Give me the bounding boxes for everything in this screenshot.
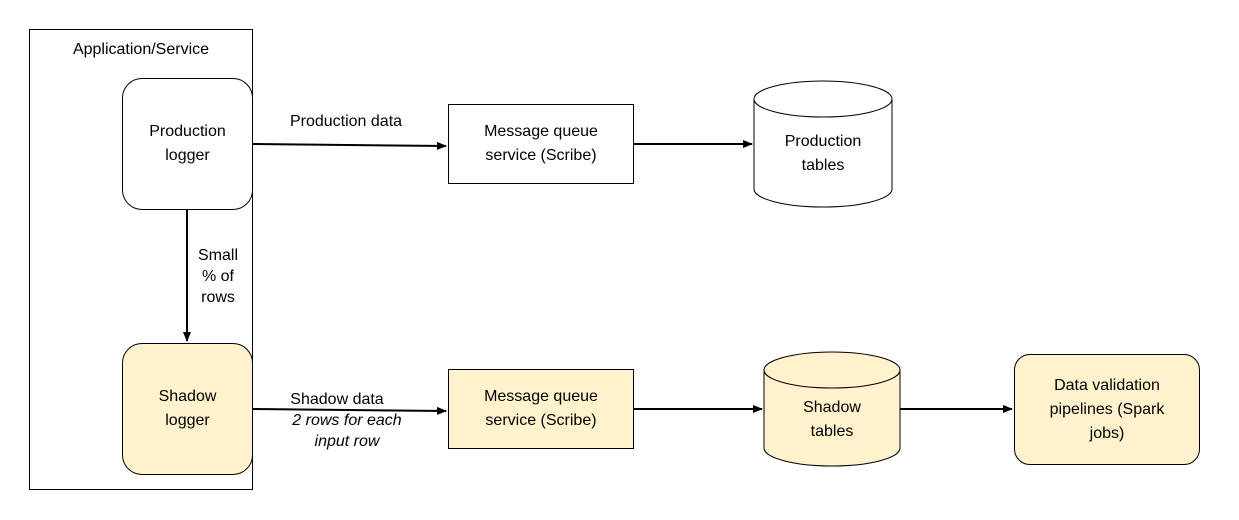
shadow-data-note: 2 rows for each input row <box>292 412 402 450</box>
edge-logger-to-mq-production <box>252 141 447 150</box>
production-tables-cylinder <box>753 80 893 208</box>
application-service-container: Application/Service <box>29 29 253 490</box>
mq-shadow-node: Message queue service (Scribe) <box>448 369 634 449</box>
mq-shadow-label: Message queue service (Scribe) <box>484 388 598 429</box>
validation-pipelines-node: Data validation pipelines (Spark jobs) <box>1014 354 1200 465</box>
validation-pipelines-label: Data validation pipelines (Spark jobs) <box>1049 376 1165 442</box>
production-logger-node: Production logger <box>122 78 253 210</box>
sampling-label: Small % of rows <box>197 247 238 306</box>
edge-shadow-logger-to-mq <box>252 406 447 415</box>
production-tables-label: Production tables <box>784 133 862 174</box>
production-logger-label: Production logger <box>149 123 226 164</box>
production-data-label: Production data <box>289 113 403 130</box>
shadow-logger-label: Shadow logger <box>158 388 217 429</box>
shadow-tables-label: Shadow tables <box>803 399 861 440</box>
shadow-logger-node: Shadow logger <box>122 343 253 475</box>
shadow-data-label: Shadow data <box>290 391 384 408</box>
shadow-tables-cylinder <box>763 351 901 467</box>
container-title: Application/Service <box>72 41 210 58</box>
mq-production-node: Message queue service (Scribe) <box>448 104 634 184</box>
mq-production-label: Message queue service (Scribe) <box>484 123 598 164</box>
